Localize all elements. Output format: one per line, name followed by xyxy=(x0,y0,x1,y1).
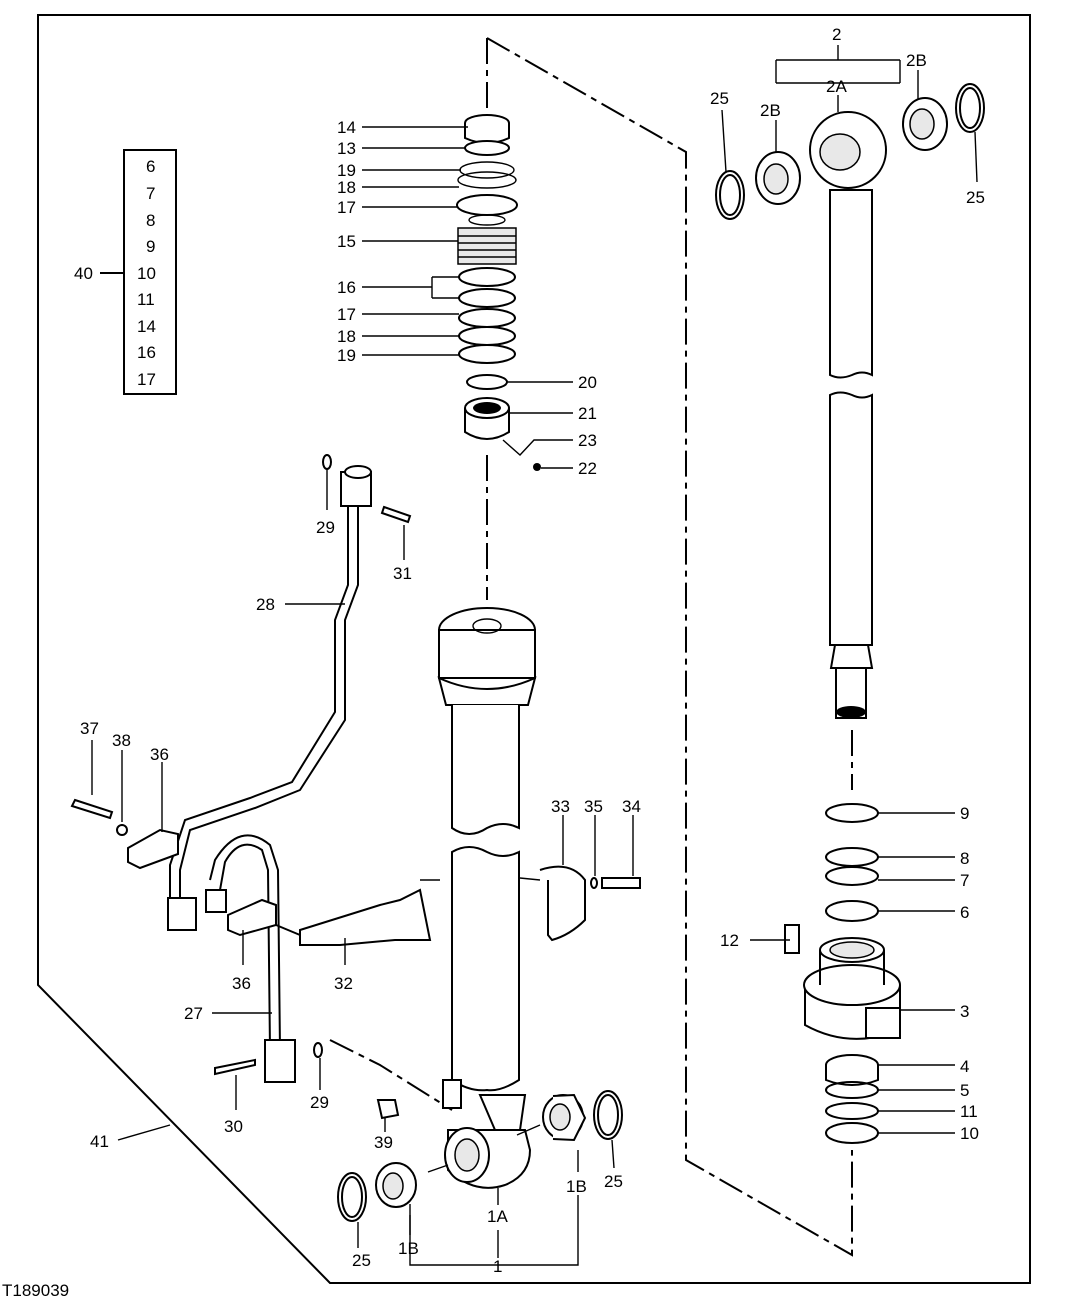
callout: 19 xyxy=(337,346,356,365)
kit-item: 14 xyxy=(137,317,156,336)
callout: 25 xyxy=(604,1172,623,1191)
callout: 29 xyxy=(316,518,335,537)
kit-item: 10 xyxy=(137,264,156,283)
callout: 20 xyxy=(578,373,597,392)
callout: 25 xyxy=(710,89,729,108)
mount-dash-line xyxy=(329,1039,453,1111)
clamps-and-bracket xyxy=(70,454,641,1120)
kit-item: 17 xyxy=(137,370,156,389)
figure-id: T189039 xyxy=(2,1281,69,1300)
callout: 14 xyxy=(337,118,356,137)
cylinder-barrel xyxy=(437,607,537,1189)
right-leaders xyxy=(721,45,978,1134)
callout: 39 xyxy=(374,1133,393,1152)
gland-assembly xyxy=(784,803,901,1144)
callout: 28 xyxy=(256,595,275,614)
callout: 34 xyxy=(622,797,641,816)
kit-item: 7 xyxy=(146,184,155,203)
callout: 25 xyxy=(352,1251,371,1270)
callout: 17 xyxy=(337,198,356,217)
callout: 8 xyxy=(960,849,969,868)
diagram-frame xyxy=(37,14,1031,1284)
tube-dash-line xyxy=(275,924,301,936)
callout: 33 xyxy=(551,797,570,816)
lower-bushings xyxy=(337,1090,623,1222)
callout: 3 xyxy=(960,1002,969,1021)
callout: 2 xyxy=(832,25,841,44)
callout: 18 xyxy=(337,178,356,197)
callout: 16 xyxy=(337,278,356,297)
callout: 17 xyxy=(337,305,356,324)
callout: 1B xyxy=(566,1177,587,1196)
callout: 11 xyxy=(960,1102,978,1121)
callout: 12 xyxy=(720,931,739,950)
callout: 25 xyxy=(966,188,985,207)
callout: 6 xyxy=(960,903,969,922)
kit-item: 9 xyxy=(146,237,155,256)
callout: 10 xyxy=(960,1124,979,1143)
callout: 2A xyxy=(826,77,847,96)
kit-label: 40 xyxy=(74,264,93,283)
callout: 21 xyxy=(578,404,597,423)
kit-item: 11 xyxy=(137,290,155,309)
callout: 15 xyxy=(337,232,356,251)
callout: 1B xyxy=(398,1239,419,1258)
hydraulic-tubes xyxy=(167,465,372,1083)
assembly-dash-outline xyxy=(486,37,853,1257)
kit-item: 8 xyxy=(146,211,155,230)
kit-item: 6 xyxy=(146,157,155,176)
callout: 22 xyxy=(578,459,597,478)
callout: 2B xyxy=(760,101,781,120)
callout: 36 xyxy=(232,974,251,993)
callout: 2B xyxy=(906,51,927,70)
callout: 19 xyxy=(337,161,356,180)
callout: 41 xyxy=(90,1132,109,1151)
callout: 27 xyxy=(184,1004,203,1023)
callout: 37 xyxy=(80,719,99,738)
callout: 29 xyxy=(310,1093,329,1112)
callout: 1A xyxy=(487,1207,508,1226)
callout: 38 xyxy=(112,731,131,750)
piston-stack xyxy=(456,114,541,471)
kit-item: 16 xyxy=(137,343,156,362)
callout: 13 xyxy=(337,139,356,158)
seal-kit-box: 40 6 7 8 9 10 11 14 16 17 xyxy=(74,149,177,395)
callout: 30 xyxy=(224,1117,243,1136)
callout: 31 xyxy=(393,564,412,583)
piston-rod xyxy=(715,83,985,719)
callout: 23 xyxy=(578,431,597,450)
callout: 5 xyxy=(960,1081,969,1100)
callout: 1 xyxy=(493,1257,502,1276)
callout: 18 xyxy=(337,327,356,346)
callout: 4 xyxy=(960,1057,969,1076)
callout: 7 xyxy=(960,871,969,890)
callout-labels: 2 2A 2B 2B 25 25 14 13 19 18 17 15 16 17… xyxy=(80,25,985,1276)
callout: 36 xyxy=(150,745,169,764)
left-leaders xyxy=(91,470,634,1266)
callout: 35 xyxy=(584,797,603,816)
callout: 32 xyxy=(334,974,353,993)
piston-leaders xyxy=(362,126,573,469)
callout: 9 xyxy=(960,804,969,823)
